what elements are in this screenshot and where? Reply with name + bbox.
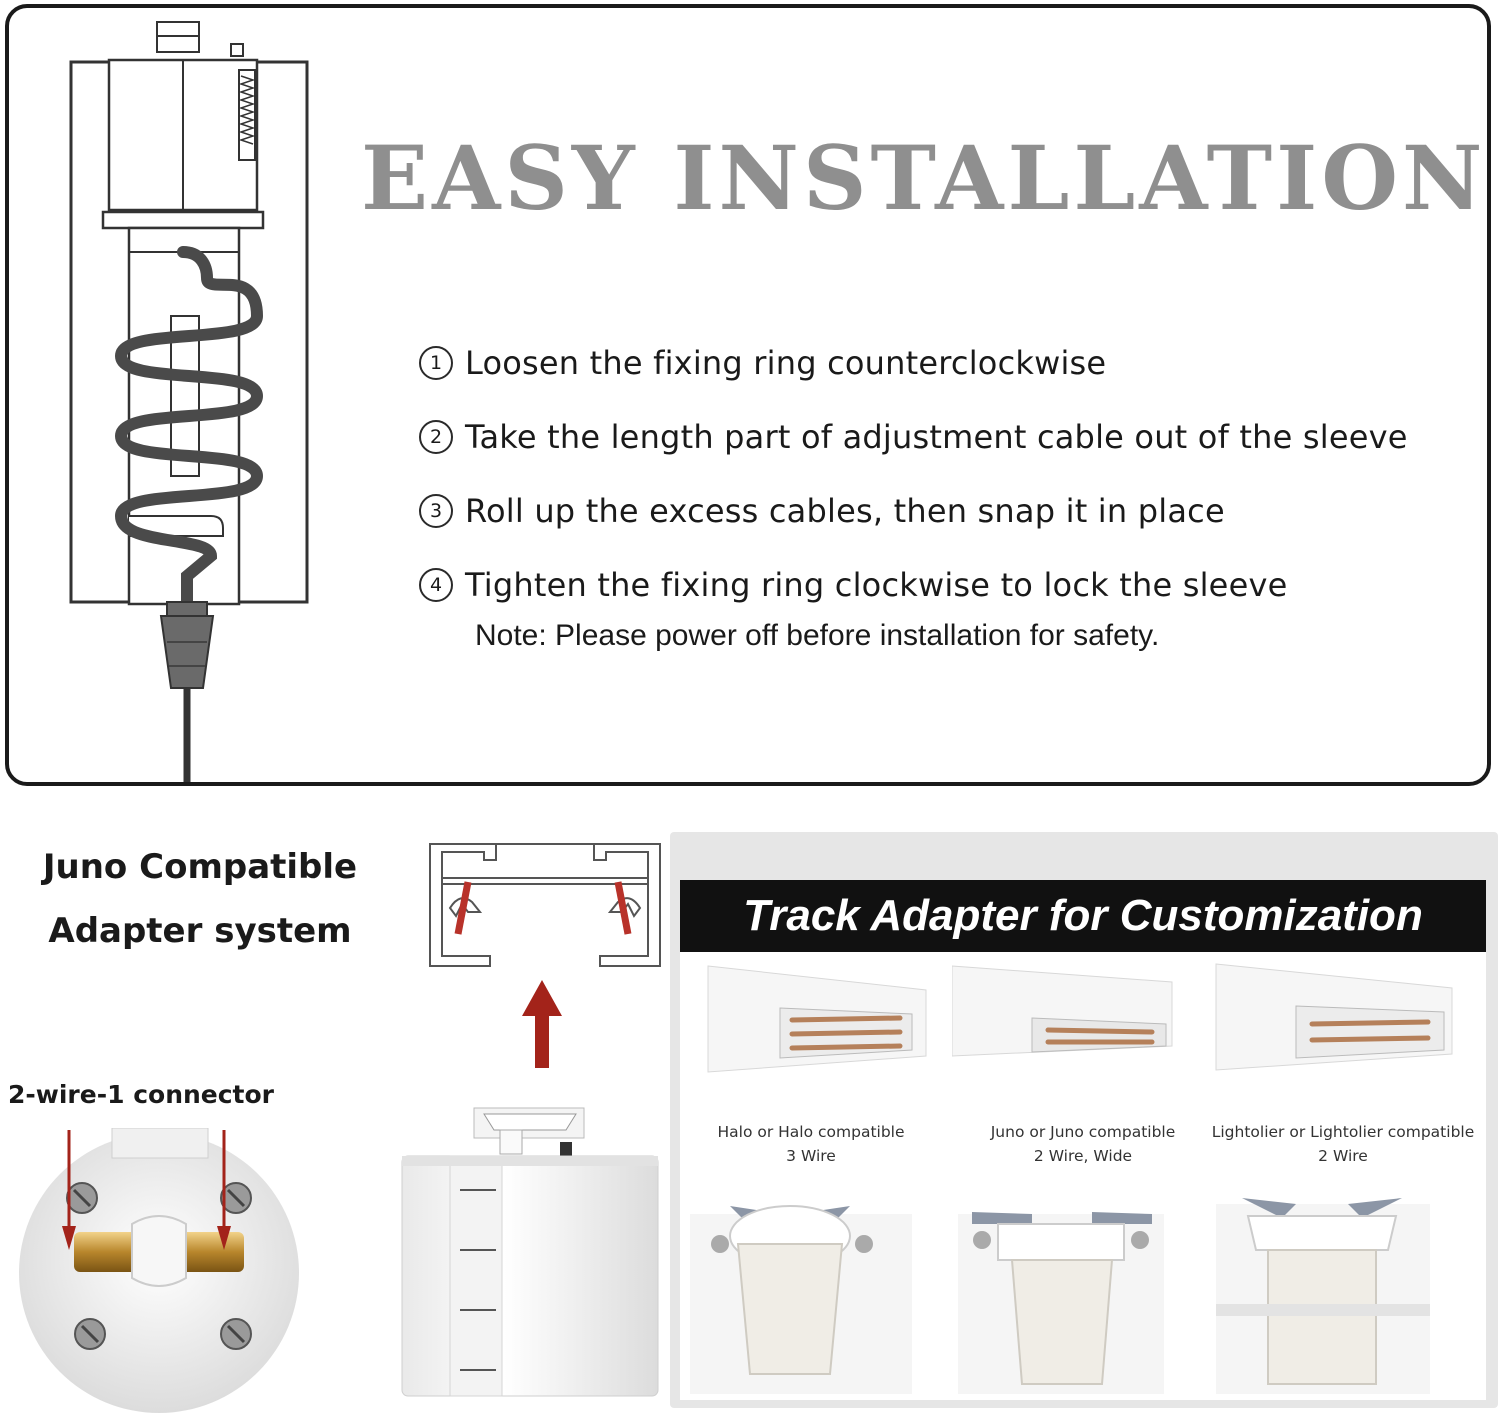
connector-label: 2-wire-1 connector — [8, 1080, 275, 1109]
product-halo: Halo or Halo compatible 3 Wire — [680, 952, 942, 1400]
safety-note: Note: Please power off before installati… — [475, 619, 1160, 652]
installation-panel: EASY INSTALLATION 1 Loosen the fixing ri… — [5, 4, 1491, 786]
step-text: Roll up the excess cables, then snap it … — [465, 492, 1225, 530]
product-caption-line1: Lightolier or Lightolier compatible — [1211, 1123, 1475, 1141]
track-rail-profile-diagram — [429, 843, 661, 967]
halo-adapter-photo — [690, 1205, 912, 1394]
lightolier-adapter-photo — [1216, 1198, 1430, 1394]
step-item: 4 Tighten the fixing ring clockwise to l… — [419, 548, 1479, 622]
connector-photo — [19, 1128, 299, 1413]
arrow-down-icon — [62, 1130, 76, 1250]
step-number: 4 — [419, 568, 453, 602]
customization-products: Halo or Halo compatible 3 Wire — [680, 952, 1486, 1400]
product-juno: Juno or Juno compatible 2 Wire, Wide — [952, 952, 1214, 1400]
halo-track-photo — [707, 965, 927, 1073]
product-caption-line2: 2 Wire — [1318, 1147, 1368, 1165]
customization-panel: Track Adapter for Customization Halo or … — [670, 832, 1498, 1408]
product-caption-line2: 2 Wire, Wide — [1033, 1147, 1133, 1165]
juno-title-line1: Juno Compatible — [42, 847, 358, 887]
step-text: Loosen the fixing ring counterclockwise — [465, 344, 1107, 382]
product-caption: Juno or Juno compatible 2 Wire, Wide — [944, 1120, 1222, 1168]
product-caption: Lightolier or Lightolier compatible 2 Wi… — [1204, 1120, 1482, 1168]
step-text: Take the length part of adjustment cable… — [465, 418, 1408, 456]
step-item: 3 Roll up the excess cables, then snap i… — [419, 474, 1479, 548]
step-item: 1 Loosen the fixing ring counterclockwis… — [419, 326, 1479, 400]
product-caption-line1: Juno or Juno compatible — [990, 1123, 1176, 1141]
product-caption: Halo or Halo compatible 3 Wire — [672, 1120, 950, 1168]
arrow-up-icon — [522, 980, 562, 1068]
juno-adapter-photo — [958, 1212, 1164, 1394]
step-number: 1 — [419, 346, 453, 380]
juno-track-photo — [952, 965, 1173, 1057]
product-lightolier: Lightolier or Lightolier compatible 2 Wi… — [1212, 952, 1474, 1400]
product-caption-line1: Halo or Halo compatible — [717, 1123, 905, 1141]
arrow-down-icon — [217, 1130, 231, 1250]
installation-title: EASY INSTALLATION — [361, 126, 1487, 230]
track-adapter-photo — [401, 1107, 659, 1397]
step-text: Tighten the fixing ring clockwise to loc… — [465, 566, 1288, 604]
customization-header: Track Adapter for Customization — [680, 880, 1486, 952]
step-number: 2 — [419, 420, 453, 454]
juno-title-line2: Adapter system — [48, 911, 352, 951]
pendant-sleeve-illustration — [69, 21, 309, 782]
step-item: 2 Take the length part of adjustment cab… — [419, 400, 1479, 474]
lightolier-track-photo — [1215, 963, 1453, 1071]
juno-compatible-title: Juno Compatible Adapter system — [30, 835, 370, 963]
product-caption-line2: 3 Wire — [786, 1147, 836, 1165]
step-number: 3 — [419, 494, 453, 528]
installation-steps: 1 Loosen the fixing ring counterclockwis… — [419, 326, 1479, 622]
